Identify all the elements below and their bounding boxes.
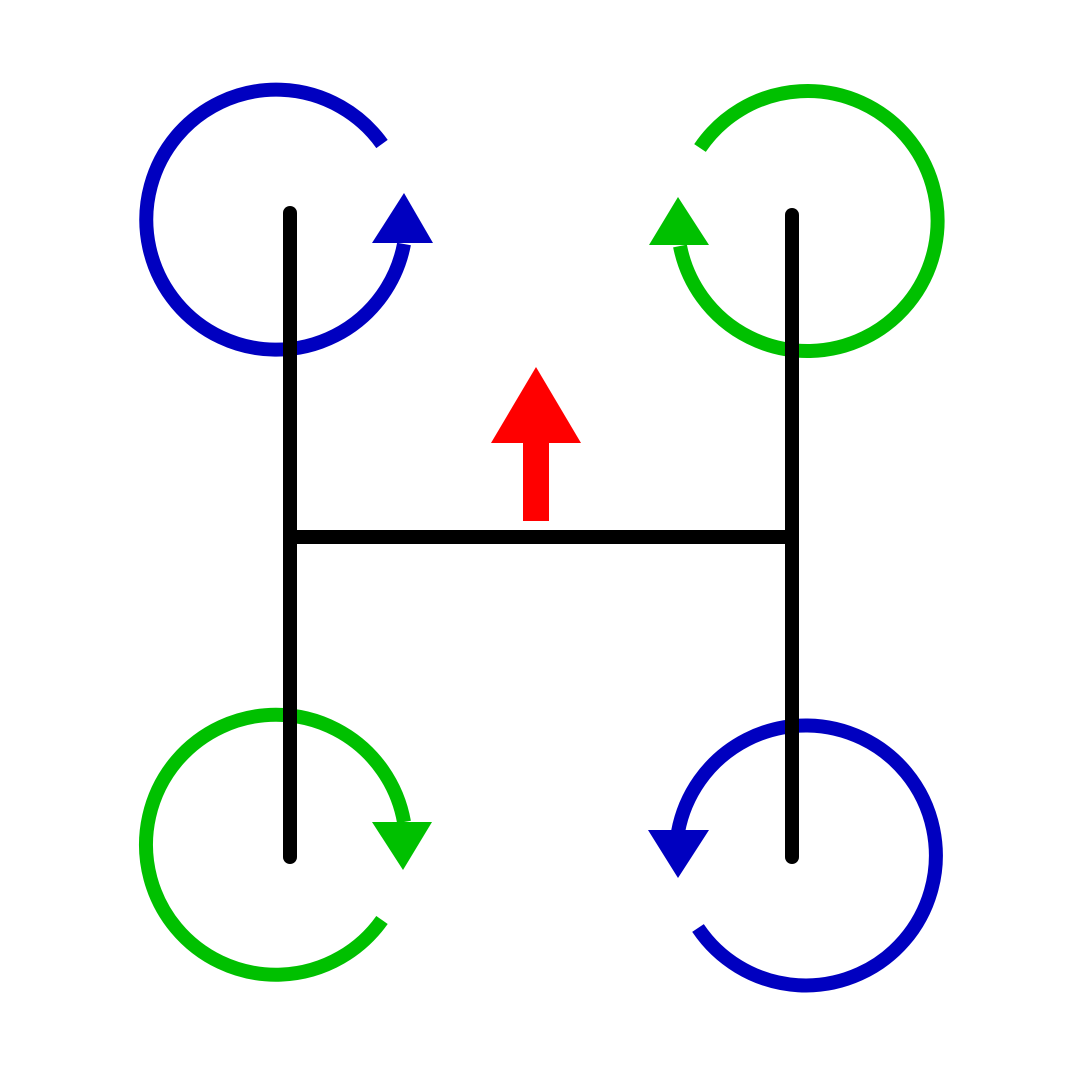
- heading-arrowhead: [491, 367, 581, 443]
- front-right-rotation-arc: [673, 84, 945, 358]
- rear-left-arrowhead-icon: [372, 822, 432, 870]
- rotor-front-left: [139, 82, 433, 357]
- heading-arrow-icon: [491, 367, 581, 521]
- front-left-arrowhead-icon: [372, 193, 433, 243]
- rear-right-rotation-arc: [671, 718, 943, 993]
- rear-left-rotation-arc: [139, 707, 411, 982]
- rotor-rear-left: [139, 707, 432, 982]
- heading-arrow-shaft: [523, 441, 549, 521]
- front-left-rotation-arc: [139, 82, 411, 357]
- rotor-rear-right: [648, 718, 943, 993]
- rotor-front-right: [649, 84, 945, 358]
- rear-right-arrowhead-icon: [648, 830, 709, 878]
- front-right-arrowhead-icon: [649, 197, 709, 245]
- h-frame: [283, 206, 799, 864]
